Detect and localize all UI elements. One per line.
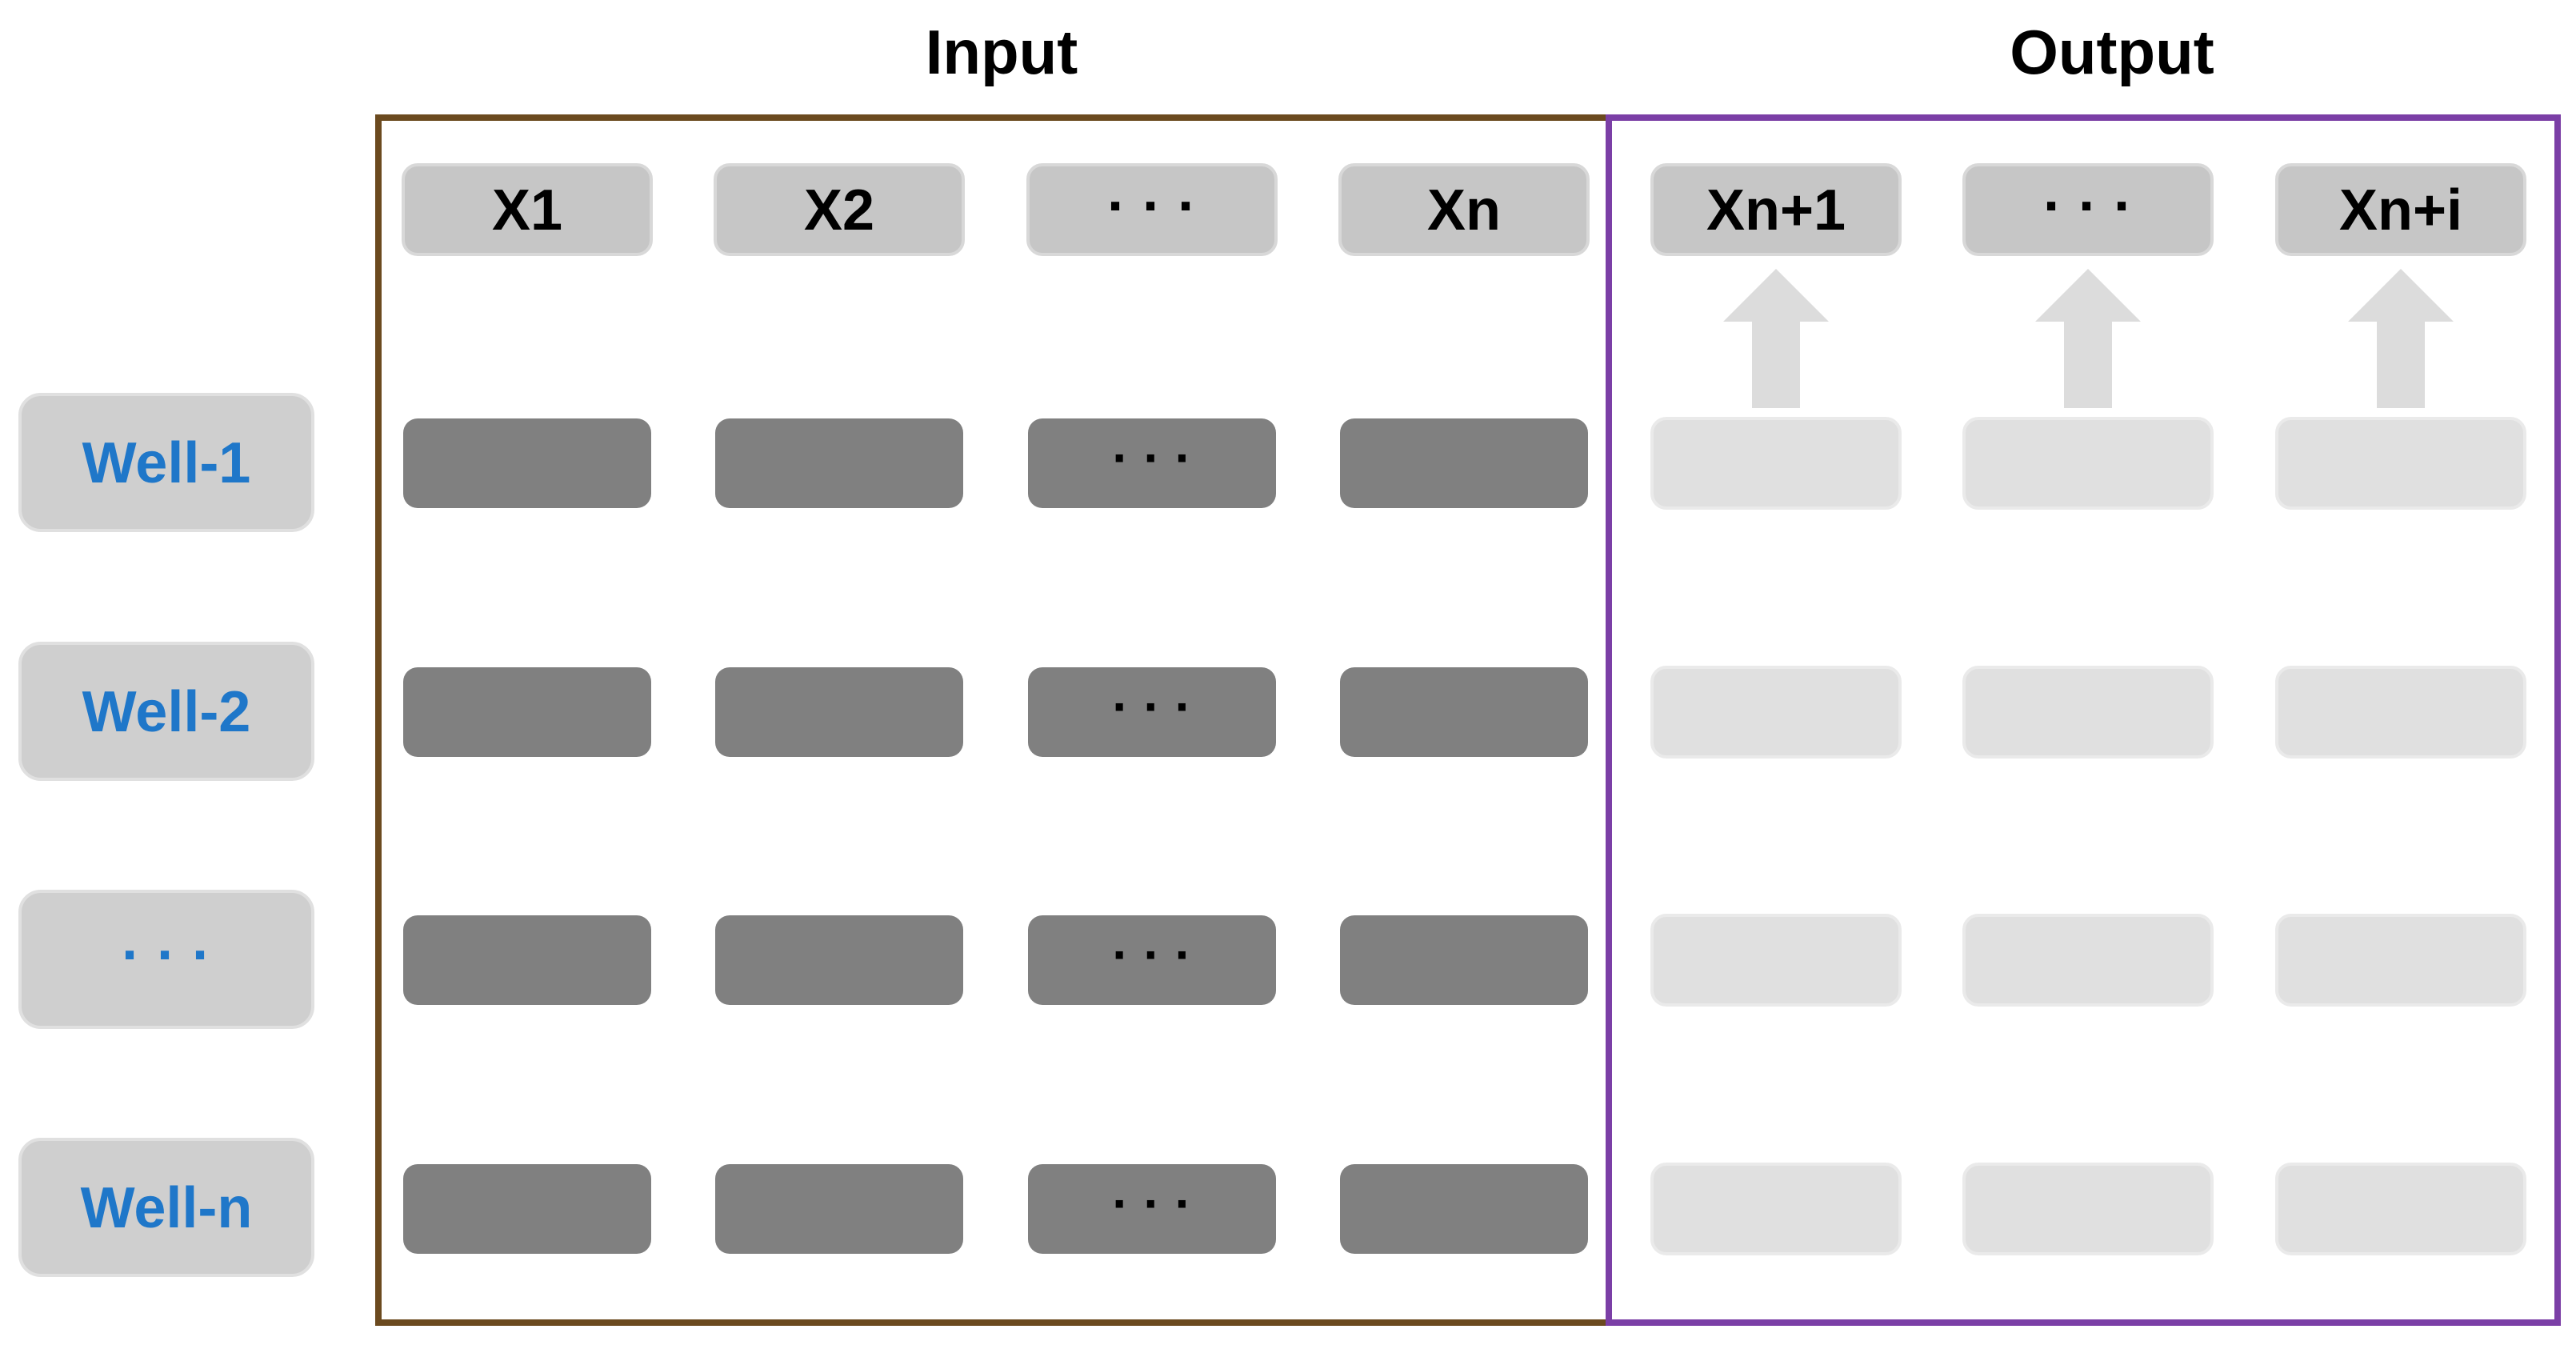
- output-cell: [2275, 1163, 2526, 1255]
- up-arrow-icon: [2035, 269, 2141, 408]
- output-cell: [1962, 1163, 2214, 1255]
- well-label-text: Well-2: [82, 680, 251, 744]
- column-header-label: X2: [804, 178, 874, 242]
- column-header-xn-plus-i: Xn+i: [2275, 163, 2526, 256]
- input-cell: [715, 1164, 963, 1254]
- input-cell: [1340, 915, 1588, 1005]
- cell-ellipsis: · · ·: [1112, 678, 1192, 735]
- output-cell: [1650, 914, 1902, 1007]
- column-header-ellipsis: · · ·: [1026, 163, 1278, 256]
- input-cell: [715, 915, 963, 1005]
- column-header-xn-plus-1: Xn+1: [1650, 163, 1902, 256]
- column-header-label: Xn+i: [2339, 178, 2462, 242]
- well-label-ellipsis: · · ·: [18, 890, 314, 1029]
- column-header-label: Xn+1: [1706, 178, 1846, 242]
- input-cell: [1340, 667, 1588, 757]
- well-label-1: Well-1: [18, 393, 314, 532]
- column-header-x2: X2: [714, 163, 965, 256]
- well-label-n: Well-n: [18, 1138, 314, 1277]
- input-cell: [715, 418, 963, 508]
- output-cell: [2275, 914, 2526, 1007]
- output-section-label: Output: [2010, 17, 2214, 87]
- output-cell: [1650, 417, 1902, 510]
- input-cell: [715, 667, 963, 757]
- input-cell: [1028, 915, 1276, 1005]
- column-header-label: · · ·: [1107, 174, 1197, 238]
- column-header-xn: Xn: [1338, 163, 1590, 256]
- up-arrow-icon: [1723, 269, 1829, 408]
- input-cell: [1340, 1164, 1588, 1254]
- cell-ellipsis: · · ·: [1112, 1175, 1192, 1232]
- input-cell: [1028, 667, 1276, 757]
- input-cell: [1340, 418, 1588, 508]
- column-header-label: Xn: [1427, 178, 1501, 242]
- column-header-output-ellipsis: · · ·: [1962, 163, 2214, 256]
- cell-ellipsis: · · ·: [1112, 926, 1192, 983]
- input-cell: [1028, 418, 1276, 508]
- input-cell: [1028, 1164, 1276, 1254]
- column-header-label: · · ·: [2043, 174, 2133, 238]
- cell-ellipsis: · · ·: [1112, 429, 1192, 486]
- well-label-text: Well-n: [81, 1176, 253, 1240]
- output-cell: [1650, 1163, 1902, 1255]
- output-cell: [1650, 666, 1902, 759]
- input-cell: [403, 418, 651, 508]
- output-cell: [1962, 914, 2214, 1007]
- output-section-frame: [1606, 114, 2561, 1326]
- column-header-x1: X1: [402, 163, 653, 256]
- output-cell: [1962, 417, 2214, 510]
- output-cell: [1962, 666, 2214, 759]
- input-section-label: Input: [926, 17, 1078, 87]
- input-cell: [403, 915, 651, 1005]
- well-label-text: · · ·: [122, 923, 211, 987]
- column-header-label: X1: [492, 178, 562, 242]
- output-cell: [2275, 417, 2526, 510]
- input-cell: [403, 667, 651, 757]
- input-cell: [403, 1164, 651, 1254]
- up-arrow-icon: [2348, 269, 2454, 408]
- well-label-2: Well-2: [18, 642, 314, 781]
- output-cell: [2275, 666, 2526, 759]
- well-label-text: Well-1: [82, 431, 251, 495]
